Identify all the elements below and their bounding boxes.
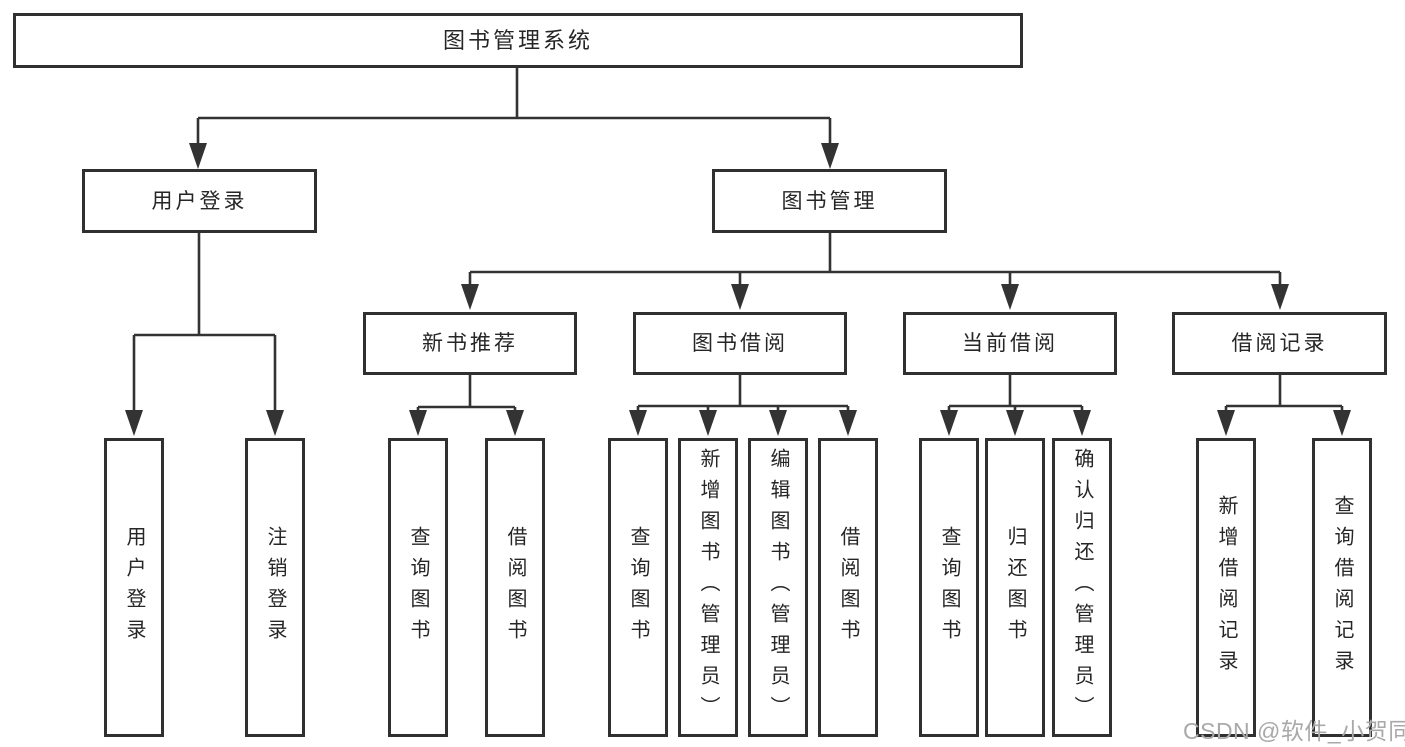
connector-borrow-records-branch	[1217, 375, 1351, 436]
leaf-bor-add-book: 新增图书（管理员）	[678, 438, 738, 737]
arrowhead	[821, 143, 839, 169]
arrowhead	[731, 284, 749, 310]
connector-root-to-level2	[189, 68, 839, 169]
arrowhead	[1006, 410, 1024, 436]
arrowhead	[266, 410, 284, 436]
arrowhead	[506, 410, 524, 436]
arrowhead	[189, 143, 207, 169]
arrowhead	[461, 284, 479, 310]
leaf-bor-borrow-book: 借阅图书	[818, 438, 878, 737]
leaf-log-add-record: 新增借阅记录	[1196, 438, 1256, 737]
node-book-mgmt: 图书管理	[712, 169, 947, 233]
leaf-cur-return-book: 归还图书	[985, 438, 1045, 737]
leaf-bor-query-book: 查询图书	[608, 438, 668, 737]
connector-book-borrow-branch	[629, 375, 857, 436]
node-book-borrow: 图书借阅	[633, 312, 847, 375]
leaf-cur-query-book: 查询图书	[919, 438, 979, 737]
arrowhead	[769, 410, 787, 436]
leaf-cur-confirm-return: 确认归还（管理员）	[1052, 438, 1112, 737]
arrowhead	[125, 410, 143, 436]
arrowhead	[1333, 410, 1351, 436]
connector-new-book-rec-branch	[409, 375, 524, 436]
connector-user-login-branch	[125, 233, 284, 436]
arrowhead	[1001, 284, 1019, 310]
arrowhead	[1073, 410, 1091, 436]
arrowhead	[940, 410, 958, 436]
leaf-rec-borrow-book: 借阅图书	[485, 438, 545, 737]
node-borrow-records: 借阅记录	[1172, 312, 1387, 375]
node-current-borrow: 当前借阅	[903, 312, 1117, 375]
arrowhead	[699, 410, 717, 436]
node-root-system: 图书管理系统	[13, 13, 1023, 68]
leaf-logout: 注销登录	[245, 438, 305, 737]
connector-book-mgmt-branch	[461, 233, 1289, 310]
node-user-login: 用户登录	[82, 169, 317, 233]
connector-current-borrow-branch	[940, 375, 1091, 436]
leaf-bor-edit-book: 编辑图书（管理员）	[748, 438, 808, 737]
node-new-book-rec: 新书推荐	[363, 312, 577, 375]
arrowhead	[629, 410, 647, 436]
arrowhead	[409, 410, 427, 436]
csdn-watermark: CSDN @软件_小贺同学	[1183, 718, 1405, 744]
leaf-user-login: 用户登录	[104, 438, 164, 737]
leaf-log-query-record: 查询借阅记录	[1312, 438, 1372, 737]
arrowhead	[1271, 284, 1289, 310]
leaf-rec-query-book: 查询图书	[388, 438, 448, 737]
arrowhead	[1217, 410, 1235, 436]
arrowhead	[839, 410, 857, 436]
